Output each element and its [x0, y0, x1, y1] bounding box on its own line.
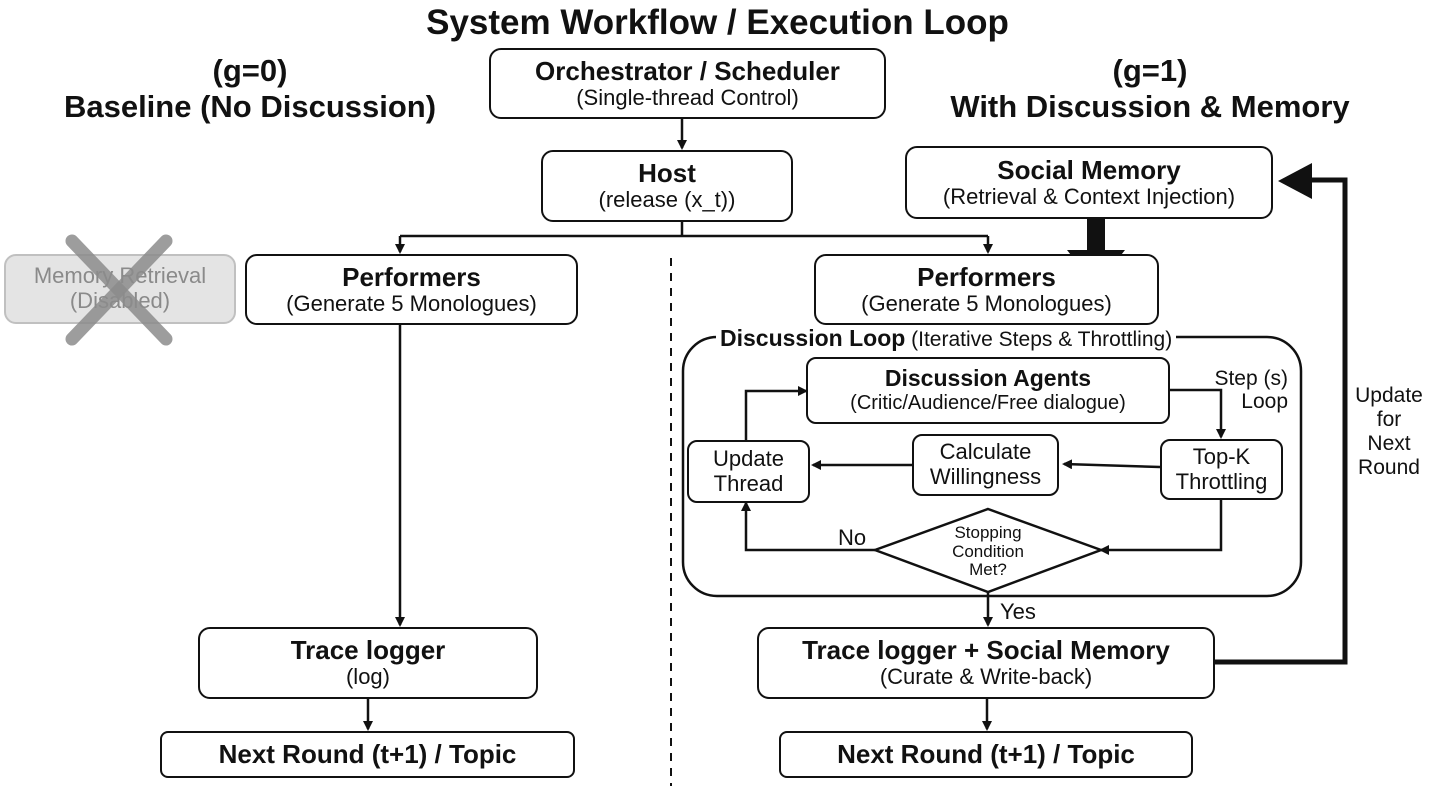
disabled-cross-icon [65, 234, 173, 346]
discussion-loop-title: Discussion Loop [720, 325, 906, 351]
arrow-topk-to-stopping [1099, 500, 1223, 555]
diagram-title: System Workflow / Execution Loop [426, 3, 1009, 42]
topk-throttling-box: Top-K Throttling [1160, 439, 1283, 500]
calculate-willingness-box: Calculate Willingness [912, 434, 1059, 496]
discussion-agents-title: Discussion Agents [884, 365, 1092, 392]
arrow-agents-to-topk [1170, 388, 1226, 439]
stopping-line1: Stopping [954, 523, 1022, 542]
stopping-condition-diamond [871, 507, 1105, 594]
right-g-label: (g=1) [1112, 53, 1188, 88]
host-subtitle: (release (x_t)) [598, 187, 736, 213]
discussion-agents-box: Discussion Agents (Critic/Audience/Free … [806, 357, 1170, 424]
step-loop-line2: Loop [1241, 390, 1288, 414]
social-memory-title: Social Memory [997, 154, 1181, 185]
update-next-line2: for [1376, 408, 1402, 432]
stopping-line2: Condition [952, 541, 1024, 561]
step-loop-label: Step (s) Loop [1168, 367, 1288, 413]
left-trace-subtitle: (log) [345, 664, 390, 690]
context-injection-arrow [1067, 219, 1125, 287]
update-thread-box: Update Thread [687, 440, 810, 503]
right-trace-title: Trace logger + Social Memory [802, 635, 1170, 666]
discussion-loop-subtitle: (Iterative Steps & Throttling) [911, 328, 1173, 351]
right-performers-box: Performers (Generate 5 Monologues) [814, 254, 1159, 325]
arrow-stopping-no-to-update [741, 501, 875, 552]
arrow-topk-to-willingness [1062, 459, 1161, 470]
stopping-line3: Met? [969, 560, 1007, 580]
arrow-feedback-update-next-round [1215, 177, 1348, 665]
host-box: Host (release (x_t)) [541, 150, 793, 222]
left-performers-box: Performers (Generate 5 Monologues) [245, 254, 578, 325]
no-label: No [838, 525, 867, 550]
left-trace-title: Trace logger [290, 635, 446, 666]
orchestrator-box: Orchestrator / Scheduler (Single-thread … [489, 48, 886, 119]
social-memory-box: Social Memory (Retrieval & Context Injec… [905, 146, 1273, 219]
topk-line2: Throttling [1175, 468, 1268, 494]
left-next-round-title: Next Round (t+1) / Topic [218, 738, 517, 769]
social-memory-subtitle: (Retrieval & Context Injection) [942, 183, 1236, 209]
update-next-round-label: Update for Next Round [1348, 384, 1430, 481]
update-thread-line1: Update [713, 445, 784, 471]
right-heading: With Discussion & Memory [950, 89, 1350, 124]
willingness-line2: Willingness [929, 464, 1042, 489]
step-loop-line1: Step (s) [1214, 367, 1288, 390]
right-next-round-box: Next Round (t+1) / Topic [779, 731, 1193, 778]
right-trace-subtitle: (Curate & Write-back) [879, 664, 1093, 690]
willingness-line1: Calculate [939, 439, 1032, 465]
left-g-label: (g=0) [212, 53, 288, 88]
discussion-agents-subtitle: (Critic/Audience/Free dialogue) [850, 392, 1126, 415]
left-performers-subtitle: (Generate 5 Monologues) [286, 290, 537, 316]
right-performers-subtitle: (Generate 5 Monologues) [861, 290, 1112, 316]
arrow-update-to-agents [744, 386, 808, 440]
stopping-condition-text: Stopping Condition Met? [918, 523, 1058, 580]
left-performers-title: Performers [342, 261, 481, 292]
left-trace-logger-box: Trace logger (log) [198, 627, 538, 699]
right-trace-logger-box: Trace logger + Social Memory (Curate & W… [757, 627, 1215, 699]
memory-retrieval-disabled-box: Memory Retrieval (Disabled) [4, 254, 236, 324]
topk-line1: Top-K [1192, 443, 1251, 469]
yes-label: Yes [1000, 599, 1036, 624]
orchestrator-subtitle: (Single-thread Control) [576, 84, 799, 110]
feedback-arrowhead [1278, 163, 1312, 199]
right-performers-title: Performers [917, 261, 1056, 292]
host-title: Host [638, 158, 696, 189]
update-next-line1: Update [1355, 384, 1423, 407]
left-heading: Baseline (No Discussion) [63, 89, 437, 124]
update-thread-line2: Thread [713, 470, 784, 496]
update-next-line4: Round [1358, 456, 1420, 480]
update-next-line3: Next [1367, 432, 1411, 456]
left-next-round-box: Next Round (t+1) / Topic [160, 731, 575, 778]
orchestrator-title: Orchestrator / Scheduler [535, 55, 840, 86]
right-next-round-title: Next Round (t+1) / Topic [837, 738, 1135, 769]
discussion-loop-label: Discussion Loop (Iterative Steps & Throt… [716, 325, 1177, 352]
